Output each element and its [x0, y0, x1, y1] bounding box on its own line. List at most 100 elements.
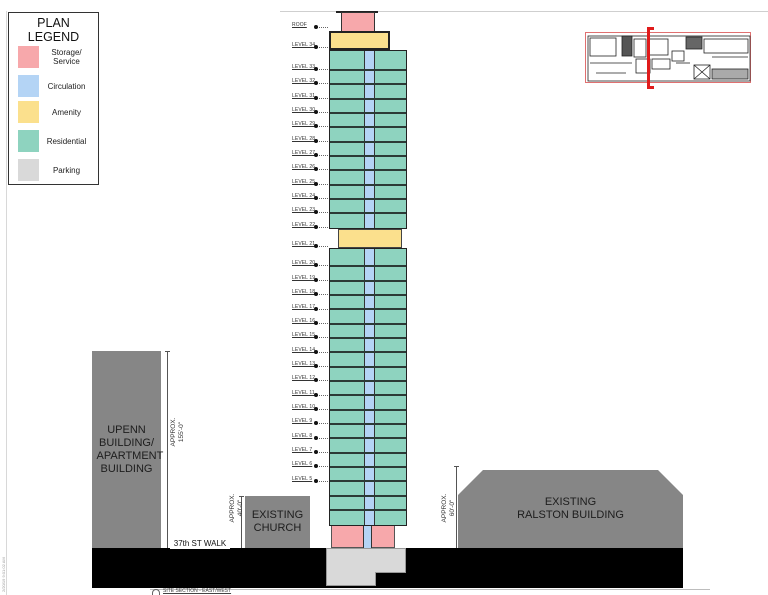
floor-line	[330, 394, 406, 396]
floor-line	[330, 294, 406, 296]
legend-label: Parking	[52, 165, 81, 175]
level-marker-icon	[314, 196, 328, 200]
floor-line	[330, 423, 406, 425]
floor-line	[330, 112, 406, 114]
level-marker-icon	[314, 210, 328, 214]
level-marker-icon	[314, 263, 328, 267]
level-marker-icon	[314, 244, 328, 248]
ralston-dimension-line	[456, 466, 457, 548]
dimension-tick	[454, 466, 459, 467]
level-marker-icon	[314, 124, 328, 128]
lower-residential-block	[329, 248, 407, 526]
existing-ralston-building: EXISTING RALSTON BUILDING	[458, 470, 683, 548]
height-label-line2: 40'-0"	[237, 499, 244, 517]
level-label: LEVEL 27	[292, 150, 316, 156]
floor-line	[330, 337, 406, 339]
level-marker-icon	[314, 364, 328, 368]
level-marker-icon	[314, 378, 328, 382]
floor-line	[330, 509, 406, 511]
level-label: LEVEL 31	[292, 93, 316, 99]
floor-line	[330, 198, 406, 200]
floor-line	[330, 212, 406, 214]
level-label: LEVEL 15	[292, 332, 316, 338]
church-label-line2: CHURCH	[253, 522, 302, 534]
level-marker-icon	[314, 96, 328, 100]
plan-legend: PLAN LEGEND Storage/ Service Circulation…	[8, 12, 99, 185]
residential-swatch	[18, 130, 39, 152]
church-dimension-line	[241, 496, 242, 548]
level-marker-icon	[314, 182, 328, 186]
level-marker-icon	[314, 393, 328, 397]
level-label: LEVEL 20	[292, 260, 316, 266]
amenity-swatch	[18, 101, 39, 123]
print-timestamp: 2/20/19 9:01:02 AM	[1, 557, 6, 592]
level-marker-icon	[314, 335, 328, 339]
key-plan	[585, 32, 751, 83]
upenn-building-label: UPENN BUILDING/ APARTMENT BUILDING	[96, 423, 164, 475]
level-21-amenity-block	[338, 229, 402, 248]
level-marker-icon	[314, 153, 328, 157]
legend-label: Amenity	[52, 107, 81, 117]
church-label: EXISTING CHURCH	[252, 509, 303, 535]
upper-residential-block	[329, 50, 407, 229]
level-34-amenity-block	[329, 31, 390, 50]
level-label: LEVEL 23	[292, 207, 316, 213]
level-label: LEVEL 33	[292, 64, 316, 70]
parking-level-upper	[326, 548, 406, 573]
level-label: LEVEL 21	[292, 241, 316, 247]
level-marker-icon	[314, 421, 328, 425]
dimension-tick	[165, 351, 170, 352]
level-label: LEVEL 5	[292, 476, 313, 482]
level-label: LEVEL 14	[292, 347, 316, 353]
level-marker-icon	[314, 278, 328, 282]
height-label-line1: APPROX.	[441, 493, 448, 523]
section-cut-cap-bottom	[647, 86, 654, 89]
ground-circulation-core	[363, 526, 372, 548]
sheet-border-bottom	[150, 589, 710, 590]
height-label-line2: 155'-0"	[178, 421, 185, 443]
level-marker-icon	[314, 139, 328, 143]
level-marker-icon	[314, 307, 328, 311]
level-label: LEVEL 12	[292, 375, 316, 381]
legend-item-amenity: Amenity	[18, 101, 94, 123]
ralston-label: EXISTING RALSTON BUILDING	[517, 496, 624, 522]
floor-line	[330, 366, 406, 368]
level-marker-icon	[314, 225, 328, 229]
floor-line	[330, 452, 406, 454]
upenn-height-label: APPROX. 155'-0"	[170, 402, 186, 462]
section-symbol-icon	[152, 589, 160, 595]
floor-line	[330, 280, 406, 282]
floor-line	[330, 495, 406, 497]
ralston-building-shape	[458, 470, 683, 548]
level-marker-icon	[314, 407, 328, 411]
floor-line	[330, 83, 406, 85]
legend-item-parking: Parking	[18, 159, 94, 181]
level-marker-icon	[314, 167, 328, 171]
level-label: LEVEL 7	[292, 447, 313, 453]
level-label: LEVEL 29	[292, 121, 316, 127]
legend-item-residential: Residential	[18, 130, 94, 152]
floor-line	[330, 126, 406, 128]
ralston-label-line1: EXISTING	[544, 496, 597, 508]
level-label: LEVEL 26	[292, 164, 316, 170]
ralston-height-label: APPROX. 60'-0"	[441, 488, 457, 528]
upenn-building: UPENN BUILDING/ APARTMENT BUILDING	[92, 351, 164, 548]
section-title: SITE SECTION - EAST/WEST	[163, 588, 232, 594]
core-divider	[374, 51, 375, 228]
floor-line	[330, 409, 406, 411]
floor-line	[330, 480, 406, 482]
church-height-label: APPROX. 40'-0"	[229, 488, 245, 528]
level-marker-icon	[314, 292, 328, 296]
church-label-line1: EXISTING	[251, 509, 304, 521]
height-label-line2: 60'-0"	[449, 499, 456, 517]
legend-label: Storage/ Service	[51, 48, 82, 66]
legend-title-line1: PLAN	[37, 16, 70, 30]
legend-item-storage: Storage/ Service	[18, 46, 94, 68]
roof-storage-block	[341, 12, 375, 31]
level-label: LEVEL 19	[292, 275, 316, 281]
level-marker-icon	[314, 464, 328, 468]
floor-line	[330, 141, 406, 143]
floor-line	[330, 98, 406, 100]
section-cut-cap-top	[647, 27, 654, 30]
level-label: LEVEL 11	[292, 390, 315, 396]
